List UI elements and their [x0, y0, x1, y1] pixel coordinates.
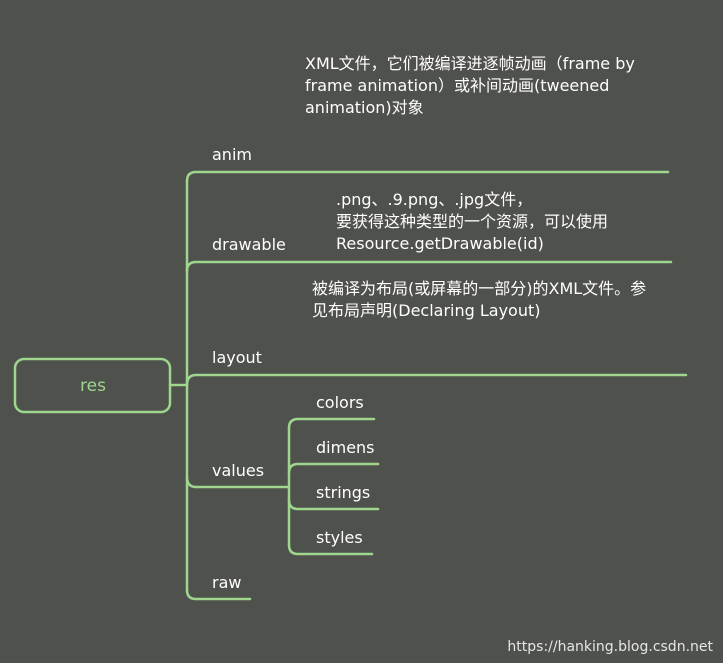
drawable-note-line: 要获得这种类型的一个资源，可以使用 — [336, 212, 609, 231]
root-node-label: res — [80, 376, 106, 396]
branch-raw-line — [185, 588, 252, 601]
values-child-strings-label: strings — [316, 483, 371, 502]
values-child-colors-line — [287, 417, 376, 430]
layout-note-line: 被编译为布局(或屏幕的一部分)的XML文件。参 — [312, 279, 647, 298]
anim-note-line: animation)对象 — [305, 98, 424, 117]
values-child-strings-line — [287, 498, 380, 511]
watermark: https://hanking.blog.csdn.net — [507, 639, 713, 655]
branch-values-line — [185, 475, 290, 489]
drawable-note-line: .png、.9.png、.jpg文件， — [336, 190, 533, 209]
layout-note: 被编译为布局(或屏幕的一部分)的XML文件。参 见布局声明(Declaring … — [312, 278, 646, 322]
branch-raw-label: raw — [212, 573, 242, 592]
branch-anim-line — [185, 170, 670, 183]
values-child-dimens-label: dimens — [316, 438, 375, 457]
values-child-styles-label: styles — [316, 528, 363, 547]
values-child-colors-label: colors — [316, 393, 364, 412]
branch-anim-label: anim — [212, 145, 252, 164]
branch-values-label: values — [212, 461, 265, 480]
branch-drawable-line — [185, 260, 673, 273]
values-child-styles-line — [287, 543, 374, 556]
anim-note-line: frame animation）或补间动画(tweened — [305, 76, 610, 95]
anim-note-line: XML文件，它们被编译进逐帧动画（frame by — [305, 54, 635, 73]
drawable-note-line: Resource.getDrawable(id) — [336, 234, 544, 253]
anim-note: XML文件，它们被编译进逐帧动画（frame by frame animatio… — [305, 53, 635, 119]
branch-drawable-label: drawable — [212, 235, 286, 254]
layout-note-line: 见布局声明(Declaring Layout) — [312, 301, 541, 320]
values-child-dimens-line — [287, 462, 380, 475]
branch-layout-label: layout — [212, 348, 262, 367]
branch-layout-line — [185, 373, 688, 387]
drawable-note: .png、.9.png、.jpg文件， 要获得这种类型的一个资源，可以使用 Re… — [336, 189, 608, 255]
